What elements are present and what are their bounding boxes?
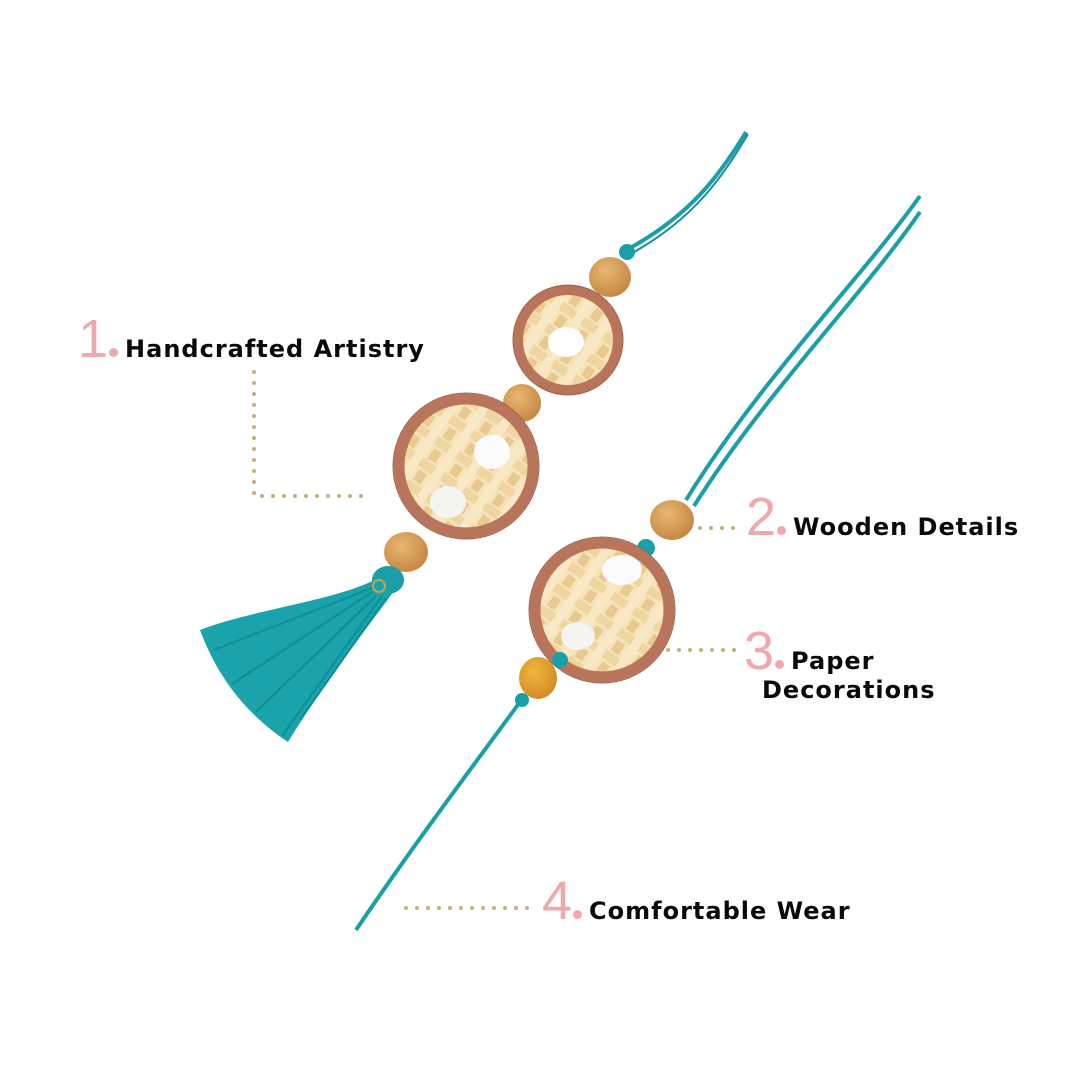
rakhi-1-thread — [629, 130, 748, 250]
rakhi-1 — [200, 130, 749, 742]
callout-label: Wooden Details — [793, 513, 1020, 541]
bullet-dot — [775, 660, 785, 669]
bullet-dot — [777, 526, 787, 535]
callout-number: 2 — [746, 487, 776, 547]
bullet-dot — [573, 910, 583, 919]
callout-label: Comfortable Wear — [589, 897, 851, 925]
wooden-bead — [519, 657, 557, 699]
callout-number: 4 — [542, 871, 572, 931]
callout-label: Decorations — [762, 676, 936, 704]
callout-4: 4 Comfortable Wear — [542, 874, 851, 929]
rakhi-2-thread-end — [354, 700, 522, 932]
leader-lines — [252, 370, 742, 910]
callout-number: 3 — [744, 621, 774, 681]
callout-number: 1 — [78, 309, 108, 369]
wooden-bead — [384, 532, 428, 572]
callout-1: 1 Handcrafted Artistry — [78, 312, 425, 367]
rakhi-2-thread — [684, 194, 922, 502]
callout-3-line-2: Decorations — [762, 674, 936, 708]
rakhi-2 — [354, 194, 922, 932]
leader-1 — [252, 370, 370, 498]
rakhi-1-knot — [619, 244, 635, 260]
wooden-bead — [589, 257, 631, 297]
tassel — [200, 578, 392, 742]
bullet-dot — [109, 348, 119, 357]
wooden-bead — [650, 500, 694, 540]
callout-2: 2 Wooden Details — [746, 490, 1019, 545]
callout-label: Handcrafted Artistry — [125, 335, 425, 363]
callout-3: 3 Paper — [744, 624, 874, 679]
callout-label: Paper — [791, 647, 875, 675]
